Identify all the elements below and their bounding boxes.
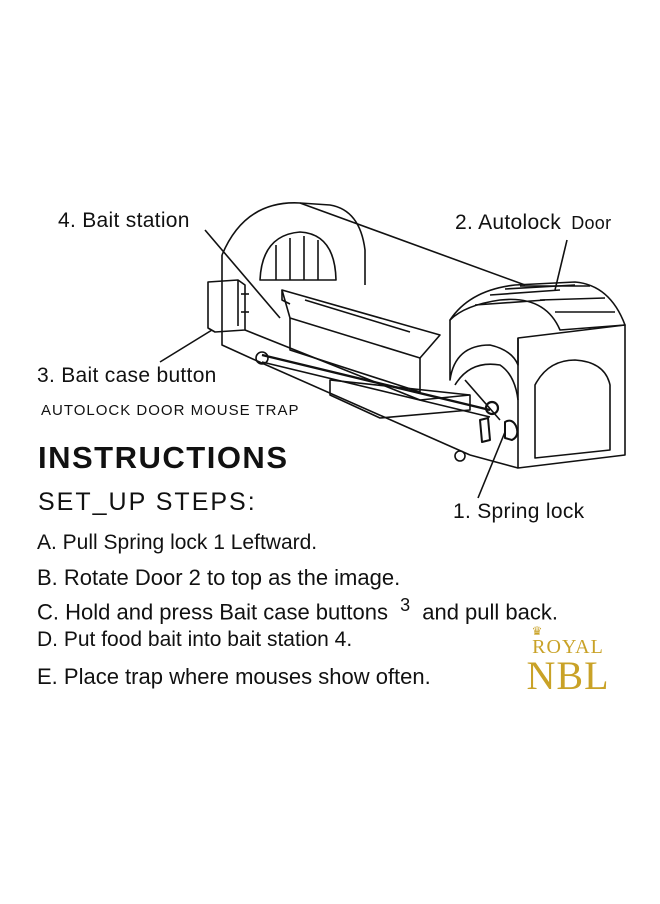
- logo-top-text: ROYAL: [532, 636, 604, 658]
- leader-bait-case-button: [159, 329, 213, 363]
- step-c: C. Hold and press Bait case buttons 3 an…: [37, 595, 558, 625]
- door-side: [449, 320, 519, 381]
- step-b: B. Rotate Door 2 to top as the image.: [37, 565, 401, 590]
- trap-body-bottom: [254, 359, 471, 456]
- step-e: E. Place trap where mouses show often.: [37, 664, 431, 689]
- step-a: A. Pull Spring lock 1 Leftward.: [37, 531, 318, 554]
- leader-bait-station: [204, 229, 281, 319]
- spring-lock-pivot: [484, 400, 500, 416]
- trap-back-arch: [221, 202, 366, 285]
- step-c-text: C. Hold and press Bait case buttons: [37, 599, 388, 625]
- leader-autolock-door: [554, 239, 568, 291]
- instructions-heading: INSTRUCTIONS: [38, 440, 289, 475]
- trigger-rod: [261, 353, 491, 412]
- autolock-door-front: [517, 324, 626, 469]
- spring-lock: [479, 417, 491, 443]
- trap-body-top: [299, 202, 526, 286]
- door-opening: [534, 359, 611, 459]
- logo-crown-icon: ♛: [531, 624, 543, 638]
- label-spring-lock: 1. Spring lock: [453, 500, 585, 523]
- label-bait-station: 4. Bait station: [58, 209, 190, 232]
- royal-nbl-logo: ♛ ROYAL NBL: [518, 625, 618, 698]
- label-autolock-door: 2. Autolock Door: [455, 211, 611, 235]
- setup-steps-title: SET_UP STEPS:: [38, 488, 257, 516]
- step-c-tail: and pull back.: [422, 599, 558, 625]
- product-name: AUTOLOCK DOOR MOUSE TRAP: [41, 402, 300, 419]
- autolock-door-roof: [449, 281, 626, 331]
- label-autolock-text: 2. Autolock: [455, 211, 562, 234]
- label-door-text: Door: [571, 213, 612, 233]
- bait-case-button-box: [207, 279, 246, 333]
- trap-back-window: [259, 231, 337, 281]
- step-c-superscript: 3: [400, 595, 411, 615]
- logo-bottom-text: NBL: [526, 653, 610, 698]
- leader-spring-lock: [477, 431, 506, 499]
- base-plate: [329, 379, 471, 419]
- trap-body-left: [221, 255, 256, 361]
- step-d: D. Put food bait into bait station 4.: [37, 628, 353, 651]
- label-bait-case-button: 3. Bait case button: [37, 364, 217, 387]
